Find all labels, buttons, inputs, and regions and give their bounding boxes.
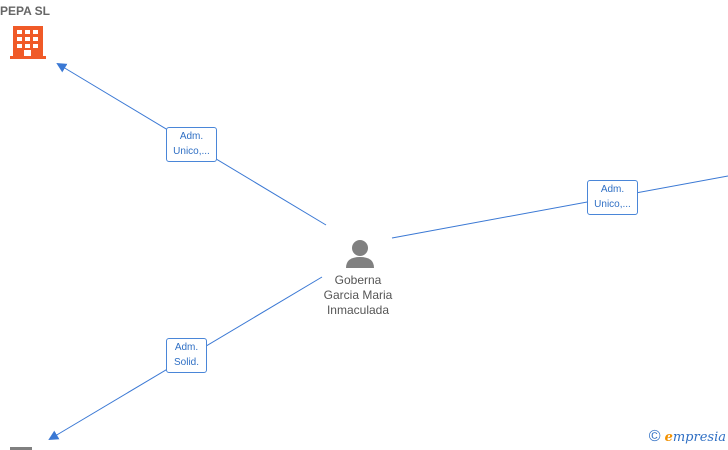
copyright-icon: © — [648, 428, 661, 445]
edge-line-to-right — [391, 175, 728, 239]
person-name-line-1: Goberna — [334, 273, 382, 287]
footer-branding: © empresia — [649, 428, 726, 446]
empresia-logo[interactable]: empresia — [665, 430, 726, 445]
person-name-line-3: Inmaculada — [326, 303, 390, 317]
edge-label-right-line-1: Adm. — [600, 184, 625, 195]
brand-first-letter: e — [664, 429, 673, 445]
brand-rest: mpresia — [672, 429, 726, 445]
edge-label-bottom-left-line-1: Adm. — [174, 342, 199, 353]
edge-label-bottom-left-line-2: Solid. — [173, 357, 199, 368]
edge-label-right[interactable]: Adm. Unico,... — [587, 180, 638, 215]
person-icon[interactable] — [346, 240, 374, 268]
bottom-node-icon-partial — [10, 447, 32, 450]
person-name-line-2: Garcia Maria — [323, 288, 393, 302]
edge-label-right-line-2: Unico,... — [594, 199, 631, 210]
edge-label-company-line-1: Adm. — [179, 131, 204, 142]
edge-label-bottom-left[interactable]: Adm. Solid. — [166, 338, 207, 373]
company-name[interactable]: PEPA SL — [0, 4, 51, 18]
building-icon[interactable] — [10, 26, 46, 59]
person-name[interactable]: Goberna Garcia Maria Inmaculada — [300, 273, 416, 318]
edge-label-company-line-2: Unico,... — [173, 146, 210, 157]
edge-label-company[interactable]: Adm. Unico,... — [166, 127, 217, 162]
